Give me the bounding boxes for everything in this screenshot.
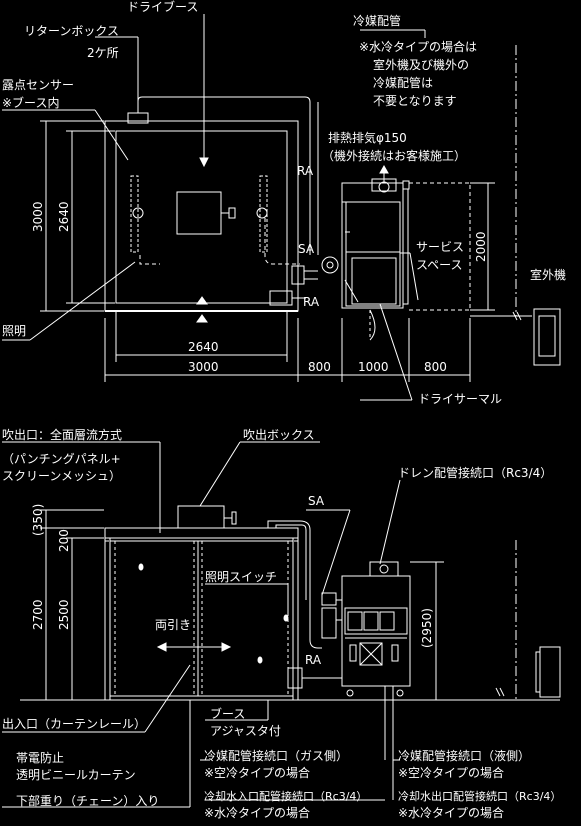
label-outdoor-unit: 室外機 [530, 268, 567, 282]
plan-light-left [130, 175, 139, 253]
label-sa: SA [298, 242, 315, 256]
label-return-box-count: 2ケ所 [87, 46, 119, 60]
label-refrigerant-note-3: 冷媒配管は [373, 76, 434, 90]
dim-elev-height-outer: 2700 [31, 599, 45, 630]
outlet-box-elev [177, 505, 225, 529]
label-outlet-note-2: スクリーンメッシュ） [2, 469, 122, 483]
label-dew-sensor: 露点センサー [2, 78, 75, 92]
dim-gap: 800 [308, 360, 331, 374]
label-outlet: 吹出口：全面層流方式 [2, 428, 123, 442]
label-dry-thermal: ドライサーマル [418, 392, 503, 406]
label-booth-adjuster-1: ブース [210, 707, 246, 721]
dry-thermal-unit-elev [341, 575, 411, 687]
label-service-space-1: サービス [416, 240, 465, 254]
label-entrance: 出入口（カーテンレール） [2, 717, 147, 731]
dim-service-width: 800 [424, 360, 447, 374]
fan-circle [321, 256, 339, 274]
label-refrigerant-piping: 冷媒配管 [353, 14, 402, 28]
label-service-space-2: スペース [416, 258, 463, 272]
label-liquid-note: ※空冷タイプの場合 [398, 766, 505, 780]
label-return-box: リターンボックス [24, 24, 120, 38]
dim-service-depth: 2000 [474, 231, 488, 262]
label-refrigerant-note-4: 不要となります [373, 94, 457, 108]
label-lighting: 照明 [2, 324, 27, 338]
label-ra-bottom: RA [303, 295, 320, 309]
label-water-out-note: ※水冷タイプの場合 [398, 806, 505, 820]
outdoor-unit-elev [539, 646, 561, 698]
label-dry-booth: ドライブース [127, 0, 199, 14]
dim-elev-gap: 200 [57, 529, 71, 552]
plan-light-right [259, 175, 268, 253]
label-exhaust: 排熱排気φ150 [328, 131, 407, 145]
label-water-in: 冷却水入口配管接続口（Rc3/4） [204, 790, 368, 803]
outdoor-unit-plan [533, 308, 561, 366]
dim-elev-height-inner: 2500 [57, 599, 71, 630]
dim-height-outer: 3000 [31, 201, 45, 232]
label-outlet-note-1: （パンチングパネル+ [2, 452, 121, 466]
dim-unit-width: 1000 [358, 360, 389, 374]
label-antistatic-1: 帯電防止 [16, 751, 65, 765]
label-elev-sa: SA [308, 494, 325, 508]
label-booth-adjuster-2: アジャスタ付 [210, 724, 281, 738]
label-water-out: 冷却水出口配管接続口（Rc3/4） [398, 790, 562, 803]
label-refrigerant-note-1: ※水冷タイプの場合は [359, 40, 478, 54]
label-light-switch: 照明スイッチ [205, 570, 278, 584]
curtain-right [197, 540, 294, 697]
label-outlet-box: 吹出ボックス [243, 428, 315, 442]
label-exhaust-note: （機外接続はお客様施工） [322, 149, 467, 163]
label-antistatic-2: 透明ビニールカーテン [16, 768, 136, 782]
unit-upper [345, 201, 401, 253]
label-refrigerant-note-2: 室外機及び機外の [373, 58, 470, 72]
dim-elev-top: (350) [31, 503, 45, 536]
label-drain: ドレン配管接続口（Rc3/4） [398, 466, 553, 480]
service-space-outline [409, 182, 471, 311]
label-liquid-port: 冷媒配管接続口（液側） [398, 749, 531, 763]
label-elev-ra: RA [305, 653, 322, 667]
label-water-in-note: ※水冷タイプの場合 [204, 806, 311, 820]
label-dew-sensor-note: ※ブース内 [2, 96, 60, 110]
label-chain: 下部重り（チェーン）入り [16, 794, 160, 808]
dim-width-inner: 2640 [188, 340, 219, 354]
label-ra-top: RA [297, 164, 314, 178]
unit-lower [345, 251, 401, 307]
dim-width-outer: 3000 [188, 360, 219, 374]
label-gas-note: ※空冷タイプの場合 [204, 766, 311, 780]
label-sliding: 両引き [155, 618, 192, 632]
outlet-box-plan [176, 191, 222, 235]
dim-height-inner: 2640 [57, 201, 71, 232]
label-gas-port: 冷媒配管接続口（ガス側） [204, 749, 349, 763]
ceiling-panel [104, 527, 299, 539]
dim-unit-height: (2950) [420, 608, 434, 648]
